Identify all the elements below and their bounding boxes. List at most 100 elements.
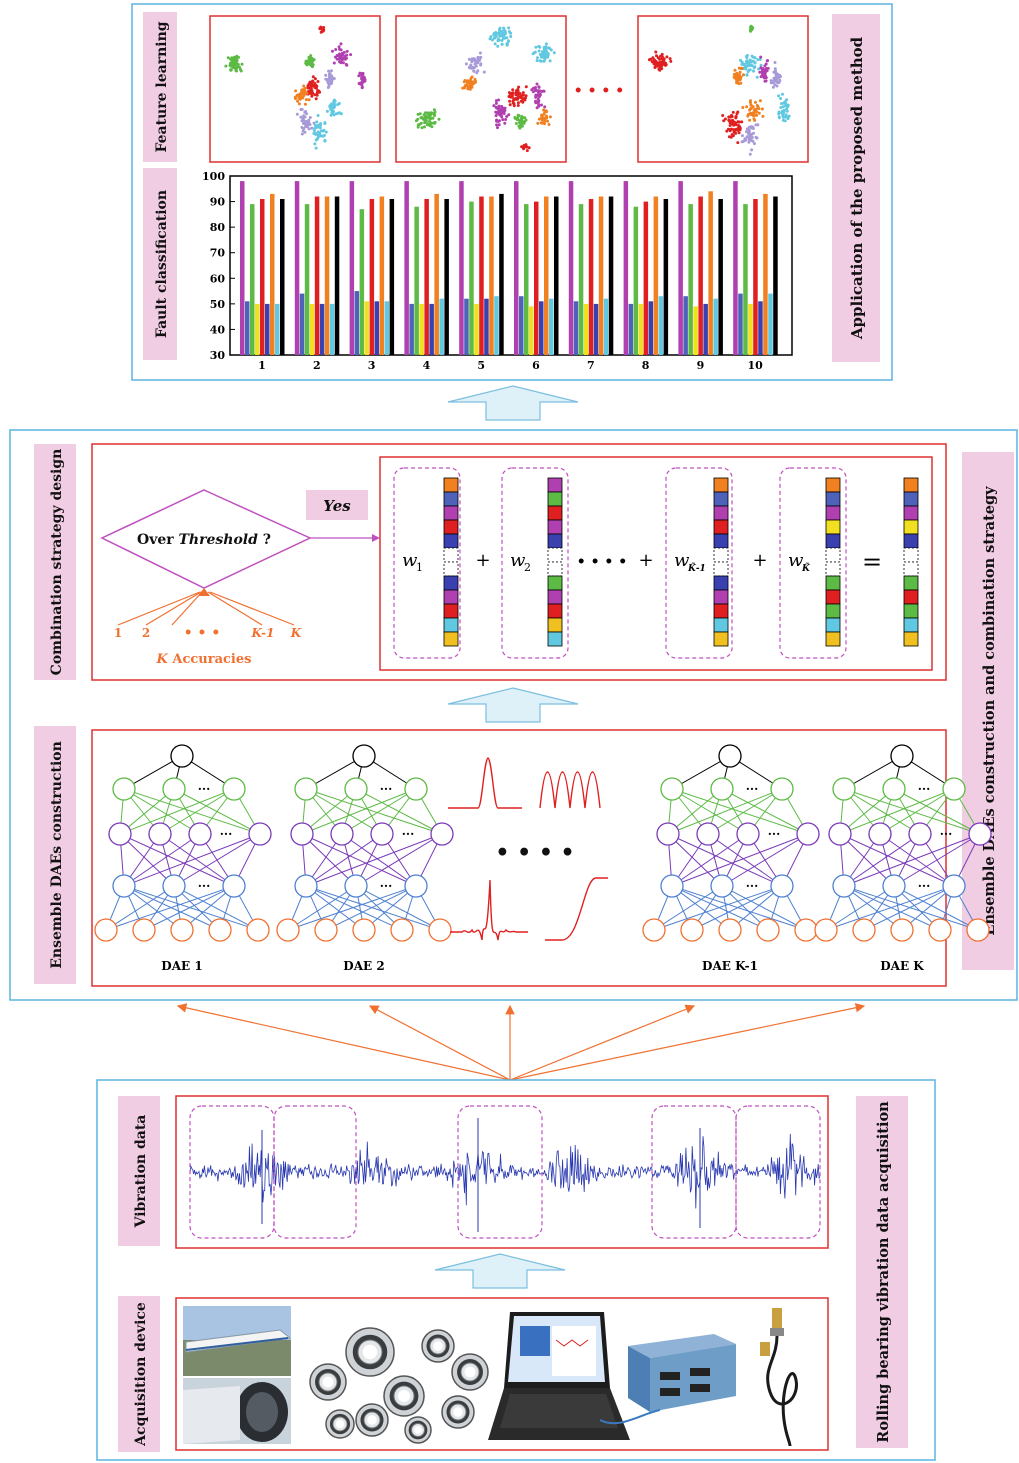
scatter-point	[299, 115, 303, 119]
vector-cell	[713, 547, 729, 563]
vector-cell	[443, 491, 459, 507]
scatter-point	[540, 121, 544, 125]
scatter-point	[538, 45, 542, 49]
scatter-point	[323, 121, 327, 125]
scatter-point	[511, 99, 515, 103]
bar	[519, 296, 524, 355]
scatter-point	[753, 65, 757, 69]
bar	[733, 181, 738, 355]
scatter-point	[345, 49, 349, 53]
network-node	[660, 777, 684, 801]
scatter-point	[536, 121, 540, 125]
scatter-point	[312, 128, 316, 132]
scatter-point	[294, 97, 298, 101]
scatter-point	[360, 77, 364, 81]
bar	[255, 303, 260, 355]
scatter-point	[728, 129, 732, 133]
scatter-point	[490, 38, 494, 42]
scatter-point	[753, 56, 757, 60]
scatter-point	[777, 75, 781, 79]
scatter-point	[548, 47, 552, 50]
scatter-point	[736, 120, 740, 124]
network-edge	[355, 833, 443, 887]
node-ellipsis: ···	[198, 782, 211, 796]
scatter-point	[545, 114, 548, 118]
network-edge	[843, 885, 903, 931]
scatter-point	[548, 115, 552, 119]
scatter-point	[310, 94, 314, 98]
network-node	[344, 777, 368, 801]
network-node	[352, 918, 376, 942]
scatter-point	[535, 59, 539, 63]
scatter-point	[319, 129, 323, 133]
vector-cell	[547, 491, 563, 507]
bar	[539, 301, 544, 355]
scatter-point	[494, 105, 498, 109]
network-edge	[123, 788, 201, 835]
scatter-point	[437, 117, 441, 121]
weight-symbol: w	[674, 550, 690, 571]
scatter-point	[302, 84, 306, 88]
vector-cell	[547, 547, 563, 563]
scatter-point	[431, 116, 435, 120]
scatter-point	[538, 92, 542, 96]
network-node	[718, 918, 742, 942]
scatter-point	[761, 75, 765, 78]
bar	[554, 196, 559, 355]
scatter-point	[473, 80, 477, 84]
scatter-point	[311, 80, 315, 84]
scatter-point	[332, 103, 336, 107]
network-edge	[825, 885, 895, 931]
scatter-point	[761, 72, 765, 76]
result-vector-cell	[903, 505, 919, 521]
scatter-point	[730, 120, 734, 124]
scatter-point	[358, 71, 362, 75]
rolling-bearing-label: Rolling bearing vibration data acquisiti…	[875, 1101, 892, 1443]
scatter-point	[654, 50, 658, 54]
weight-symbol: w	[402, 550, 418, 571]
scatter-point	[547, 123, 551, 126]
scatter-point	[235, 62, 239, 66]
network-node	[928, 918, 952, 942]
vector-cell	[825, 603, 841, 619]
aircraft-engine-photo	[183, 1378, 291, 1444]
scatter-point	[765, 59, 769, 63]
scatter-point	[517, 121, 521, 124]
scatter-point	[324, 130, 328, 134]
scatter-point	[748, 152, 752, 156]
bar	[693, 306, 698, 355]
scatter-point	[514, 122, 518, 125]
scatter-point	[310, 126, 314, 130]
vector-cell	[547, 505, 563, 521]
scatter-point	[308, 81, 312, 85]
scatter-point	[489, 35, 493, 39]
application-label-box	[832, 14, 880, 362]
scatter-point	[771, 85, 775, 89]
result-vector-cell	[903, 491, 919, 507]
scatter-point	[779, 106, 783, 110]
scatter-point	[780, 102, 783, 106]
bar	[573, 301, 579, 355]
scatter-point	[756, 58, 760, 62]
x-tick-label: 9	[697, 359, 705, 372]
scatter-point	[318, 123, 322, 127]
scatter-point	[230, 57, 234, 61]
daq-device-photo	[599, 1334, 736, 1425]
scatter-point	[240, 62, 244, 66]
scatter-point	[759, 66, 763, 70]
scatter-point	[432, 113, 436, 117]
vector-cell	[713, 477, 729, 493]
scatter-point	[310, 92, 314, 96]
scatter-point	[511, 91, 515, 95]
scatter-point	[751, 105, 755, 109]
bearing-bore	[398, 1390, 410, 1402]
feature-scatter-frame-3	[637, 15, 809, 163]
scatter-point	[775, 80, 779, 84]
scatter-point	[749, 107, 753, 111]
network-edge	[305, 885, 403, 931]
network-node	[108, 822, 132, 846]
network-node	[890, 744, 914, 768]
scatter-point	[313, 77, 317, 81]
network-node	[428, 918, 452, 942]
signal-trace	[189, 1133, 821, 1209]
